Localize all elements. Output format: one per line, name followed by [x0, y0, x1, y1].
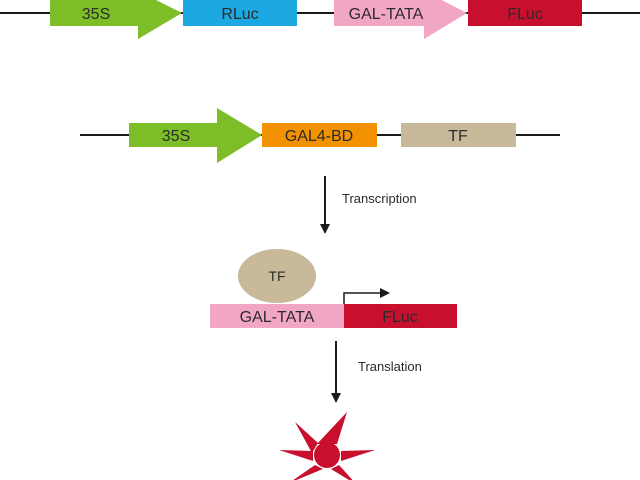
effector-tf-box — [401, 123, 516, 147]
reporter-gal-tata-promoter-arrow — [334, 0, 467, 39]
binding-gal-tata-box — [210, 304, 344, 328]
tf-protein-label: TF — [268, 268, 285, 284]
tss-bent-arrow-icon — [343, 288, 390, 304]
translation-step: Translation — [331, 341, 422, 403]
translation-label: Translation — [358, 359, 422, 374]
reporter-gal-tata-label: GAL-TATA — [349, 6, 424, 23]
effector-construct: 35S GAL4-BD TF — [80, 108, 560, 163]
reporter-35s-label: 35S — [82, 6, 110, 23]
reporter-rluc-label: RLuc — [221, 6, 258, 23]
reporter-rluc-box — [183, 0, 297, 26]
tf-protein-ellipse — [238, 249, 316, 303]
reporter-fluc-box — [468, 0, 582, 26]
effector-35s-promoter-arrow — [129, 108, 262, 163]
starburst-ray — [317, 412, 347, 444]
reporter-fluc-label: FLuc — [507, 6, 543, 23]
binding-gal-tata-label: GAL-TATA — [240, 309, 315, 326]
effector-tf-label: TF — [448, 128, 468, 145]
transcription-label: Transcription — [342, 191, 417, 206]
starburst-ray — [295, 422, 318, 453]
starburst-ray — [331, 465, 353, 480]
effector-35s-label: 35S — [162, 128, 190, 145]
starburst-ray — [279, 450, 313, 461]
binding-fluc-box — [344, 304, 457, 328]
effector-gal4-bd-box — [262, 123, 377, 147]
starburst-ray — [341, 450, 375, 461]
starburst-icon — [279, 412, 375, 480]
starburst-ray — [293, 465, 323, 480]
binding-fluc-label: FLuc — [382, 309, 418, 326]
effector-gal4-bd-label: GAL4-BD — [285, 128, 353, 145]
binding-complex: TF GAL-TATA FLuc — [210, 249, 457, 328]
reporter-35s-promoter-arrow — [50, 0, 182, 39]
reporter-construct: 35S RLuc GAL-TATA FLuc — [0, 0, 640, 39]
starburst-core — [314, 442, 340, 468]
transcription-step: Transcription — [320, 176, 417, 234]
